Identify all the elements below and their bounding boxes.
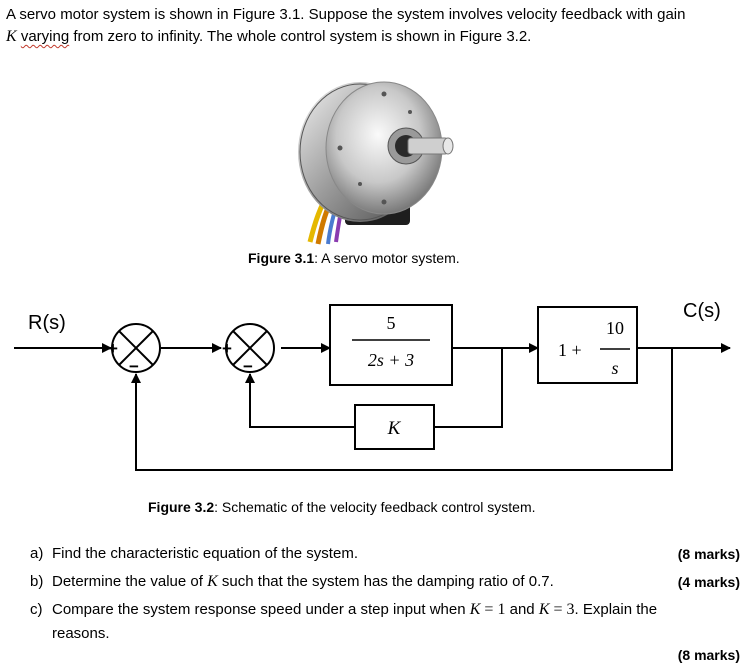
figure-3-1-label: Figure 3.1 [248,250,315,266]
compensator-prefix: 1 + [558,340,582,360]
question-c-marks: (8 marks) [677,647,740,663]
output-label: C(s) [683,300,721,322]
question-c-eq2: = 3 [549,601,575,618]
figure-3-1-text: : A servo motor system. [314,250,460,266]
question-b-variable: K [207,573,218,590]
question-c-line-2: reasons. [52,625,110,642]
figure-3-2-caption: Figure 3.2: Schematic of the velocity fe… [148,499,536,515]
question-c-k2: K [538,601,550,618]
intro-line-2: K varying from zero to infinity. The who… [6,26,748,48]
servo-motor-image [298,81,454,245]
varying-word: varying [20,28,70,45]
summing-junction-2: + − [222,323,275,376]
question-c-eq1: = 1 [480,601,506,618]
compensator-numerator: 10 [606,318,624,338]
sum2-plus-sign: + [222,339,232,358]
compensator-block: 1 + 10 s [537,306,638,384]
question-b-text-post: such that the system has the damping rat… [217,573,554,590]
plant-block: 5 2s + 3 [329,304,453,386]
motor-shaft [407,137,454,155]
input-label: R(s) [28,312,66,334]
question-c: c) Compare the system response speed unde… [30,601,742,619]
sum1-minus-sign: − [129,357,139,376]
question-c-and: and [505,601,539,618]
question-b-marks: (4 marks) [677,574,740,590]
gain-variable: K [6,28,17,45]
question-a-text: Find the characteristic equation of the … [52,545,358,562]
summing-junction-1: + − [108,323,161,376]
problem-intro: A servo motor system is shown in Figure … [6,4,748,48]
question-a-marks: (8 marks) [677,546,740,562]
question-a: a) Find the characteristic equation of th… [30,545,358,562]
question-b-label: b) [30,573,44,590]
figure-3-1-caption: Figure 3.1: A servo motor system. [248,250,460,266]
signal-lines [14,343,731,471]
question-b: b) Determine the value of K such that the… [30,573,554,591]
question-a-label: a) [30,545,44,562]
question-c-k1: K [469,601,481,618]
intro-line-1: A servo motor system is shown in Figure … [6,6,686,23]
compensator-denominator: s [611,358,618,378]
feedback-gain-label: K [387,418,402,439]
figure-3-2-label: Figure 3.2 [148,499,215,515]
question-c-text-pre: Compare the system response speed under … [52,601,470,618]
block-diagram: R(s) C(s) + − + − 5 2s + 3 1 [14,300,731,471]
sum1-plus-sign: + [108,339,118,358]
question-c-text-post: . Explain the [574,601,658,618]
sum2-minus-sign: − [243,357,253,376]
question-b-text-pre: Determine the value of [52,573,208,590]
plant-numerator: 5 [387,313,396,333]
figure-3-2-text: : Schematic of the velocity feedback con… [214,499,536,515]
intro-line-2-rest: from zero to infinity. The whole control… [69,28,532,45]
question-c-label: c) [30,601,43,618]
plant-denominator: 2s + 3 [368,350,414,370]
feedback-gain-block: K [354,404,435,450]
